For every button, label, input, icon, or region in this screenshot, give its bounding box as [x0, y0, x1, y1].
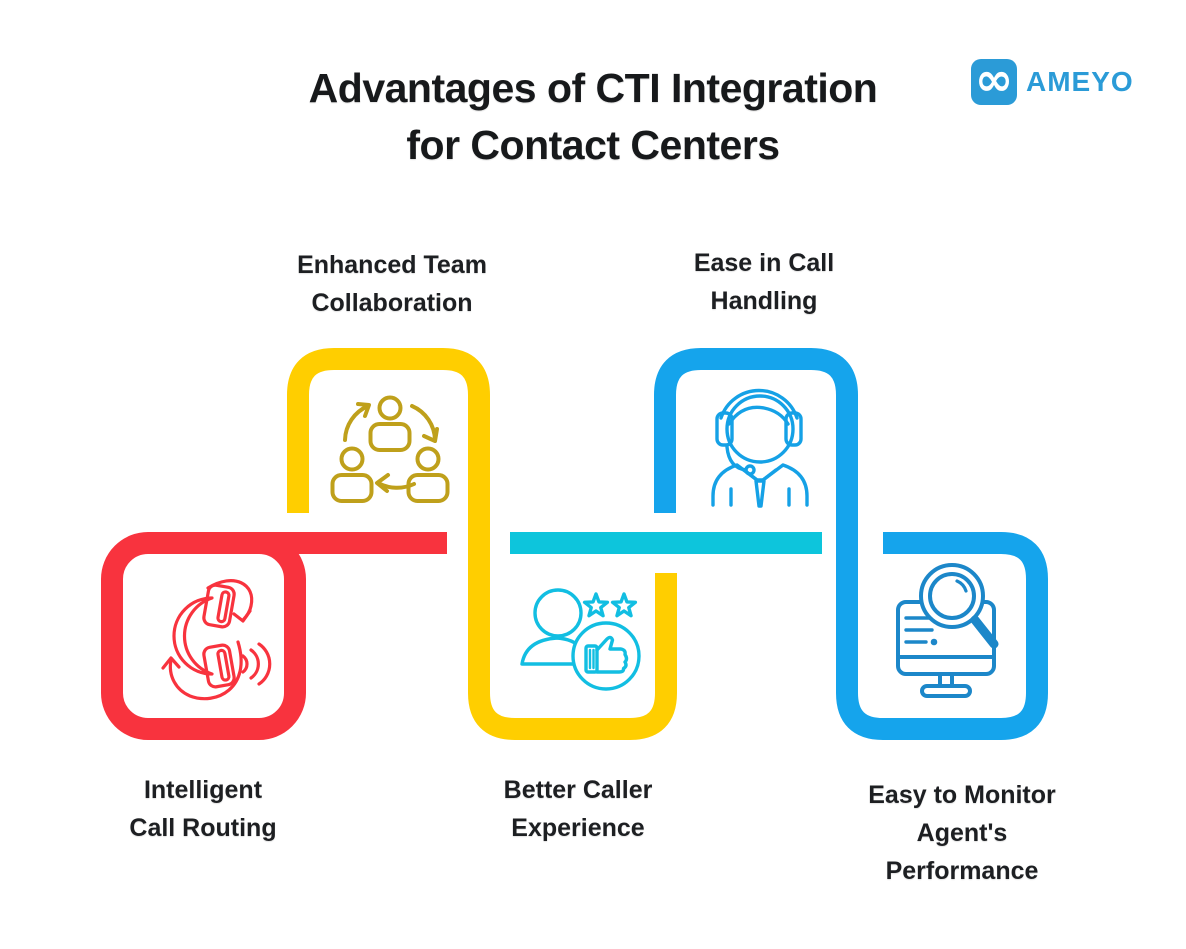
agent-torso: [711, 463, 809, 507]
page-title: Advantages of CTI Integration for Contac…: [309, 60, 878, 174]
headset-left-pad: [715, 411, 734, 447]
snake-frames: [101, 348, 1048, 740]
caller-rating-icon: [520, 588, 641, 691]
thumbs-up-icon: [584, 635, 629, 674]
handset-bottom-cap: [202, 643, 236, 689]
label-enhanced-team-collaboration: Enhanced Team Collaboration: [297, 251, 487, 317]
page-title-line1: Advantages of CTI Integration: [308, 65, 878, 111]
rating-badge-circle: [571, 621, 641, 691]
support-agent-icon: [711, 388, 809, 508]
monitor-analytics-icon: [896, 563, 999, 698]
infinity-icon: ∞: [974, 52, 1014, 106]
ameyo-logo-mark: ∞: [971, 52, 1017, 106]
frame-yellow-snake: [287, 348, 677, 740]
label-ease-in-call-handling: Ease in Call Handling: [693, 249, 835, 315]
monitor-base: [920, 684, 972, 698]
label-easy-to-monitor-agents-performance: Easy to Monitor Agent's Performance: [868, 781, 1056, 885]
agent-hair: [727, 405, 790, 426]
red-box: [101, 532, 306, 740]
caller-head: [533, 588, 583, 638]
signal-waves: [241, 642, 272, 686]
ameyo-logo-text: AMEYO: [1026, 66, 1134, 97]
call-routing-icon: [161, 579, 272, 701]
screen-text-lines: [904, 616, 940, 646]
person-top: [368, 395, 412, 452]
agent-head: [725, 394, 795, 464]
agent-tie: [754, 479, 766, 508]
frame-blue-snake: [654, 348, 1048, 740]
label-intelligent-call-routing: Intelligent Call Routing: [129, 776, 277, 842]
star-icon: [610, 592, 638, 618]
frame-intelligent-call-routing: [101, 532, 447, 740]
person-right: [406, 446, 450, 503]
team-collaboration-icon: [330, 395, 450, 503]
page-title-line2: for Contact Centers: [406, 122, 780, 168]
agent-collar: [742, 468, 778, 482]
headset-band: [719, 388, 799, 420]
magnifier-icon: [919, 563, 999, 649]
ameyo-logo: ∞ AMEYO: [971, 52, 1134, 106]
star-icon: [582, 592, 610, 618]
agent-sleeves: [729, 487, 791, 507]
headset-right-pad: [784, 411, 803, 447]
label-better-caller-experience: Better Caller Experience: [503, 776, 653, 842]
cycle-arrows: [343, 402, 439, 493]
person-left: [330, 446, 374, 503]
routing-arrows: [161, 579, 254, 701]
handset-top-cap: [202, 583, 236, 629]
